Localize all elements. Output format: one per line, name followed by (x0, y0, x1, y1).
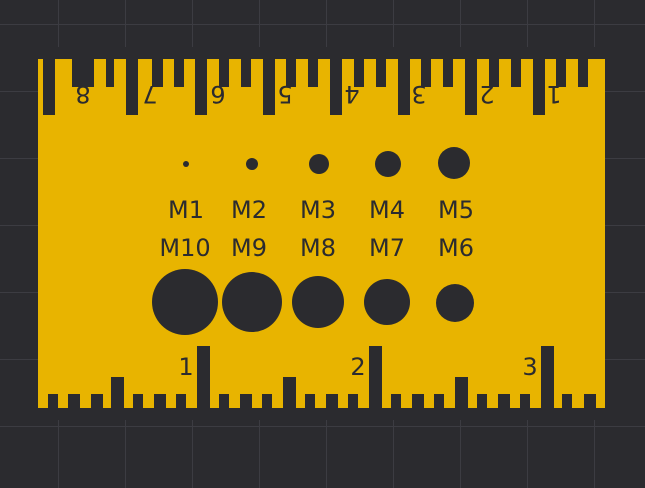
top-ruler-number: 1 (546, 80, 561, 108)
hole-m3 (309, 154, 329, 174)
top-mm-tick (286, 59, 296, 87)
bottom-cm-tick (262, 394, 272, 408)
bottom-cm-tick (91, 394, 103, 408)
bottom-cm-tick (412, 394, 424, 408)
hole-label: M10 (159, 234, 210, 262)
top-mm-tick (556, 59, 566, 87)
bottom-cm-tick (133, 394, 143, 408)
top-ruler-ticks (43, 59, 588, 115)
top-ruler-numbers: 1 2 3 4 5 6 7 8 (75, 80, 561, 108)
hole-m7 (364, 279, 410, 325)
holes-group (152, 147, 474, 335)
hole-label: M8 (300, 234, 336, 262)
bottom-cm-tick (477, 394, 487, 408)
hole-label: M6 (438, 234, 474, 262)
bottom-ruler-number: 3 (522, 353, 537, 381)
hole-label: M2 (231, 196, 267, 224)
top-ruler-number: 4 (344, 80, 359, 108)
hole-m4 (375, 151, 401, 177)
top-mm-tick (106, 59, 114, 87)
bottom-cm-tick (197, 346, 210, 408)
top-mm-tick (174, 59, 184, 87)
hole-m9 (222, 272, 282, 332)
bottom-cm-tick (520, 394, 530, 408)
plate-bottom-edge (38, 408, 605, 420)
bottom-ruler-ticks (48, 346, 596, 408)
hole-label: M5 (438, 196, 474, 224)
bottom-cm-tick (455, 377, 468, 408)
bottom-cm-tick (369, 346, 382, 408)
top-ruler-number: 6 (210, 80, 225, 108)
top-mm-tick (511, 59, 521, 87)
hole-label: M3 (300, 196, 336, 224)
bottom-cm-tick (434, 394, 444, 408)
top-mm-tick (376, 59, 386, 87)
bottom-cm-tick (541, 346, 554, 408)
hole-m5 (438, 147, 470, 179)
hole-m8 (292, 276, 344, 328)
top-mm-tick (354, 59, 364, 87)
bottom-ruler-numbers: 1 2 3 (178, 353, 537, 381)
hole-label: M7 (369, 234, 405, 262)
bottom-cm-tick (584, 394, 596, 408)
bottom-cm-tick (562, 394, 572, 408)
hole-label: M4 (369, 196, 405, 224)
top-mm-tick (72, 59, 94, 87)
top-ruler-number: 2 (479, 80, 494, 108)
bottom-cm-tick (283, 377, 296, 408)
top-mm-tick (330, 59, 342, 115)
bottom-cm-tick (498, 394, 510, 408)
top-ruler-number: 5 (277, 80, 292, 108)
bottom-cm-tick (391, 394, 401, 408)
top-ruler-number: 8 (75, 80, 90, 108)
top-ruler-number: 3 (411, 80, 426, 108)
bottom-ruler-number: 2 (350, 353, 365, 381)
bottom-cm-tick (48, 394, 58, 408)
bottom-cm-tick (326, 394, 338, 408)
bottom-ruler-number: 1 (178, 353, 193, 381)
hole-label: M9 (231, 234, 267, 262)
top-mm-tick (443, 59, 453, 87)
hole-m6 (436, 284, 474, 322)
top-mm-tick (489, 59, 499, 87)
top-mm-tick (465, 59, 477, 115)
top-mm-tick (43, 59, 55, 115)
top-mm-tick (219, 59, 229, 87)
hole-m10 (152, 269, 218, 335)
top-mm-tick (241, 59, 251, 87)
bottom-cm-tick (176, 394, 186, 408)
bottom-cm-tick (68, 394, 80, 408)
top-mm-tick (398, 59, 410, 115)
hole-m1 (183, 161, 189, 167)
top-mm-tick (195, 59, 207, 115)
bottom-cm-tick (154, 394, 166, 408)
top-mm-tick (263, 59, 275, 115)
bottom-cm-tick (348, 394, 358, 408)
top-mm-tick (308, 59, 318, 87)
top-ruler-number: 7 (142, 80, 157, 108)
bottom-cm-tick (111, 377, 124, 408)
top-mm-tick (126, 59, 138, 115)
top-mm-tick (152, 59, 163, 87)
top-mm-tick (578, 59, 588, 87)
bottom-cm-tick (305, 394, 315, 408)
top-mm-tick (533, 59, 545, 115)
bottom-cm-tick (240, 394, 252, 408)
hole-label: M1 (168, 196, 204, 224)
top-mm-tick (421, 59, 431, 87)
bottom-cm-tick (219, 394, 229, 408)
hole-m2 (246, 158, 258, 170)
plate-top-edge (38, 47, 605, 59)
